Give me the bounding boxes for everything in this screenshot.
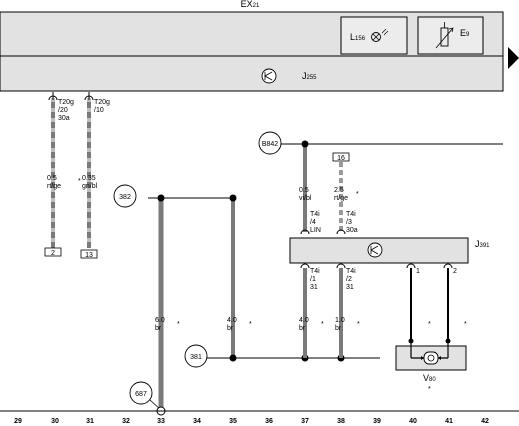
- column-number-40: 40: [409, 418, 417, 425]
- pin-col41: [443, 263, 453, 269]
- column-numbers: 29 30 31 32 33 34 35 36 37 38 39 40 41 42: [14, 418, 489, 425]
- pin-col38-bot: [336, 263, 346, 269]
- j391-label: J391: [475, 239, 490, 249]
- ref-box-16-label: 16: [337, 155, 345, 162]
- connector-col31: T20g/10: [94, 99, 110, 114]
- v80-label: V80: [423, 373, 436, 383]
- column-number-34: 34: [193, 418, 201, 425]
- ref-circle-687: [129, 381, 153, 405]
- j255-transistor-icon: [261, 68, 277, 84]
- ref-circle-382: [113, 184, 137, 208]
- connector-col40: 1: [416, 268, 420, 275]
- pin-col37-bot: [300, 263, 310, 269]
- pin-col37-top: [300, 229, 310, 235]
- dot-v80: *: [428, 386, 431, 393]
- e9-box: [417, 16, 484, 55]
- column-number-32: 32: [122, 418, 130, 425]
- dot-col37: *: [321, 321, 324, 328]
- connector-col41: 2: [453, 268, 457, 275]
- dot-col35: *: [249, 321, 252, 328]
- column-number-41: 41: [445, 418, 453, 425]
- ref-381-label: 381: [190, 354, 202, 361]
- j255-label: J255: [302, 71, 317, 81]
- pin-col40: [406, 263, 416, 269]
- column-number-42: 42: [481, 418, 489, 425]
- pin-col38-top: [336, 229, 346, 235]
- column-number-37: 37: [301, 418, 309, 425]
- column-number-29: 29: [14, 418, 22, 425]
- motor-icon: [421, 351, 441, 365]
- column-number-35: 35: [229, 418, 237, 425]
- ref-box-13: [80, 249, 98, 259]
- wire-col31: [84, 92, 94, 248]
- column-number-36: 36: [265, 418, 273, 425]
- dot-col38: *: [357, 321, 360, 328]
- dot-col33: *: [177, 321, 180, 328]
- column-number-33: 33: [157, 418, 165, 425]
- ref-box-2-label: 2: [51, 250, 55, 257]
- ref-382-label: 382: [119, 194, 131, 201]
- column-number-39: 39: [373, 418, 381, 425]
- ref-box-13-label: 13: [85, 252, 93, 259]
- bulb-icon: [371, 28, 389, 42]
- junction-382-33: [157, 194, 165, 202]
- potentiometer-icon: [435, 22, 454, 49]
- ref-circle-381: [184, 344, 208, 368]
- ref-circle-b842: [258, 131, 282, 155]
- dot-col40: *: [428, 321, 431, 328]
- junction-381-35: [229, 354, 237, 362]
- continuation-arrow-icon: [508, 47, 519, 69]
- dot-col30: *: [78, 178, 81, 185]
- dot-col41: *: [464, 321, 467, 328]
- column-number-30: 30: [51, 418, 59, 425]
- ex21-label: EX21: [241, 0, 260, 9]
- column-number-38: 38: [337, 418, 345, 425]
- dot-col38-top: *: [356, 191, 359, 198]
- ref-box-16: [332, 152, 350, 162]
- e9-label: E9: [460, 28, 470, 38]
- j391-transistor-icon: [367, 242, 383, 258]
- ref-box-2: [44, 247, 62, 257]
- ref-687-label: 687: [135, 391, 147, 398]
- l156-label: L156: [350, 32, 366, 42]
- ref-b842-label: B842: [262, 141, 278, 148]
- junction-382-35: [229, 194, 237, 202]
- junction-b842-37: [301, 140, 309, 148]
- wire-col30: [48, 92, 58, 248]
- column-number-31: 31: [86, 418, 94, 425]
